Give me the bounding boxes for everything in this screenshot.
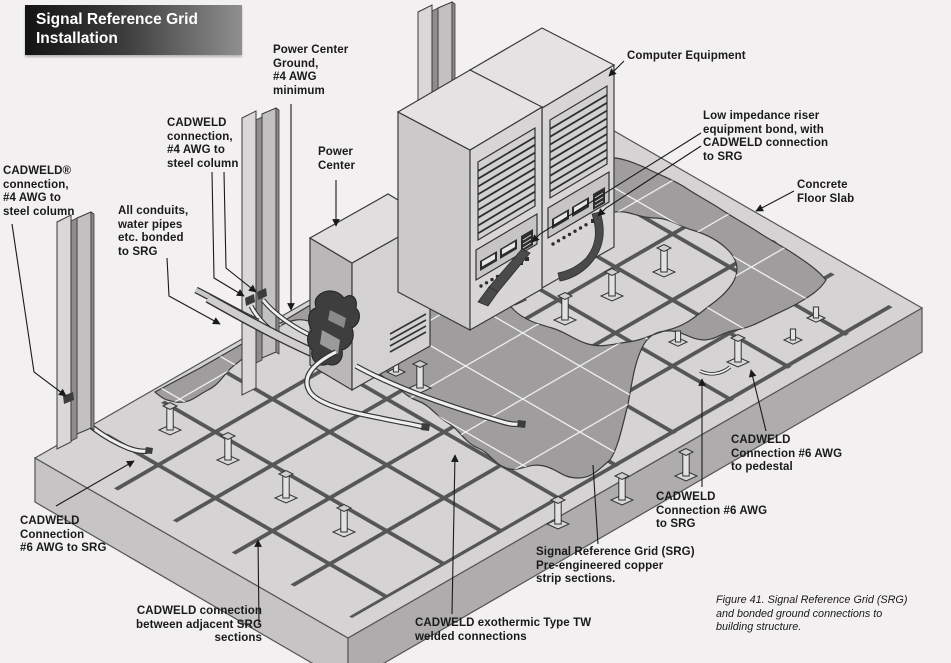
steel-column-rear [417,1,456,104]
label-cadweld-exothermic: CADWELD exothermic Type TW welded connec… [415,617,592,643]
label-low-impedance-riser: Low impedance riser equipment bond, with… [703,110,829,163]
leader-cadweld-column-b [223,171,257,293]
label-cadweld-pedestal: CADWELD Connection #6 AWG to pedestal [731,434,843,473]
label-cadweld-srg-right: CADWELD Connection #6 AWG to SRG [656,491,768,530]
label-concrete-floor-slab: Concrete Floor Slab [797,179,855,205]
riser-bond-straps [477,211,604,307]
leader-low-impedance-a [531,132,702,243]
label-cadweld-between-sections: CADWELD connection between adjacent SRG … [136,605,262,644]
power-center-cutaway-hole [307,290,360,366]
leader-between-sections [254,539,262,625]
leader-computer-equipment [608,60,625,77]
steel-column-center [241,107,280,396]
label-power-center: Power Center [318,146,356,172]
label-cadweld-reg-steel-column: CADWELD® connection, #4 AWG to steel col… [3,165,75,218]
leader-conduits [166,257,221,325]
cadweld-lug-center-column-a [245,294,255,306]
leader-concrete-slab [755,190,795,212]
steel-column-left [56,211,95,450]
leader-cadweld-left-column [11,223,67,397]
leader-cadweld-band-left [55,460,135,507]
leader-low-impedance-b [597,145,702,217]
label-cadweld-srg-left: CADWELD Connection #6 AWG to SRG [20,515,107,554]
leader-pedestal [748,369,767,432]
label-power-center-ground: Power Center Ground, #4 AWG minimum [273,44,349,97]
leader-cadweld-column-a [211,171,245,297]
callout-leaders [11,60,795,625]
title-banner: Signal Reference Grid Installation [25,5,242,55]
label-srg-strip-sections: Signal Reference Grid (SRG) Pre-engineer… [536,546,695,585]
pedestal-bond-wire [699,365,732,376]
figure-caption: Figure 41. Signal Reference Grid (SRG) a… [716,594,908,633]
label-computer-equipment: Computer Equipment [627,50,746,62]
power-center-louvers [389,313,427,353]
label-cadweld-steel-column: CADWELD connection, #4 AWG to steel colu… [167,117,239,170]
cadweld-lug-center-column-b [257,288,267,300]
leader-exothermic [451,454,459,615]
label-conduits-bonded: All conduits, water pipes etc. bonded to… [118,205,189,258]
power-center-ground-wires [304,349,526,431]
computer-equipment-cabinet-front [397,69,543,331]
leader-srg-sections [592,464,599,545]
